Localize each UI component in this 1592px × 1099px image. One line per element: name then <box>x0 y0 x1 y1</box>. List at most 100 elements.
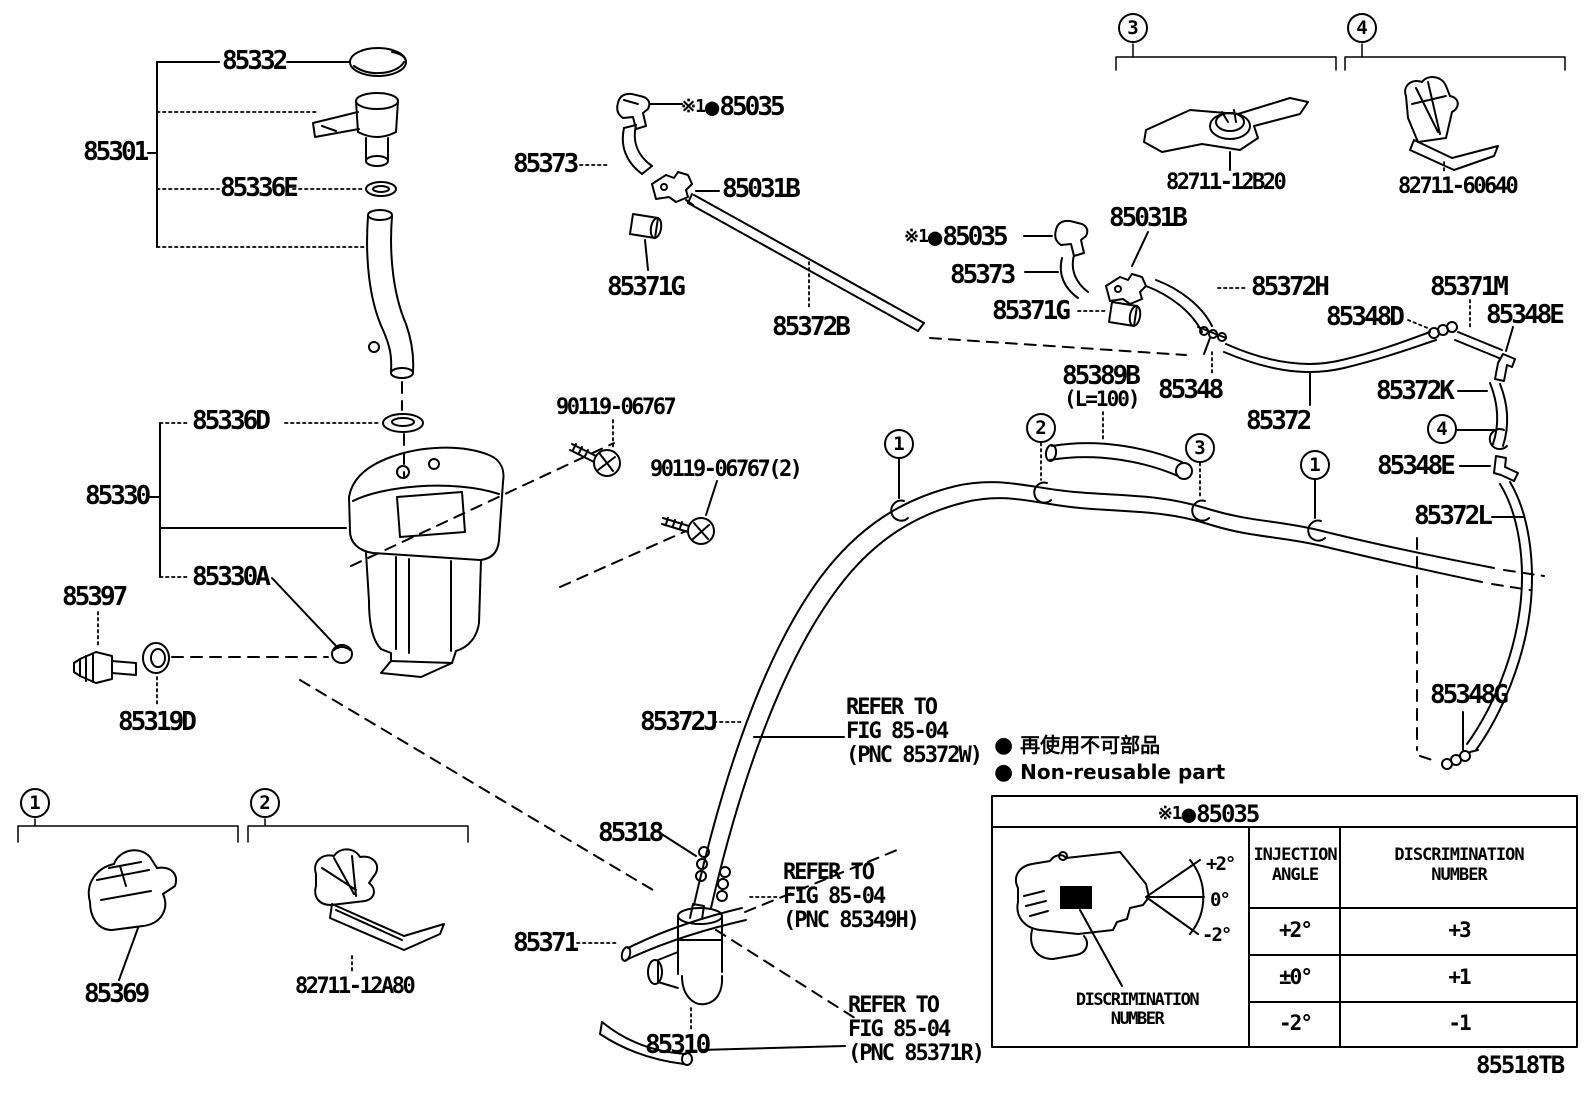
part-label-85348g: 85348G <box>1430 680 1509 710</box>
ref-mark: ※1 <box>681 96 706 117</box>
hose-85389b-art <box>1044 411 1193 480</box>
injection-angle-table-art <box>991 795 1578 1048</box>
part-label-85371g-2: 85371G <box>992 296 1071 326</box>
part-label-85372l: 85372L <box>1414 501 1493 531</box>
part-label-85372b: 85372B <box>772 312 851 342</box>
part-label-90119-06767: 90119-06767 <box>556 395 677 420</box>
refer-line: FIG 85-04 <box>848 1017 951 1042</box>
marker-2-hose: 2 <box>1026 413 1056 443</box>
part-label-85031b-1: 85031B <box>722 174 801 204</box>
part-label-85348e-1: 85348E <box>1486 300 1565 330</box>
table-title-85035: ※1●85035 <box>1058 800 1358 828</box>
non-reusable-bullet-icon: ● <box>927 223 943 251</box>
part-label-85397: 85397 <box>62 582 128 612</box>
cell-angle-row1: +2° <box>1279 918 1313 942</box>
part-label-85031b-2: 85031B <box>1109 203 1188 233</box>
part-label-85372h: 85372H <box>1251 272 1330 302</box>
refer-note-85371r: REFER TO FIG 85-04 (PNC 85371R) <box>848 993 985 1066</box>
cell-angle-row3: -2° <box>1279 1011 1313 1035</box>
clip-group-art <box>17 818 469 981</box>
part-label-85035: 85035 <box>719 92 785 122</box>
fan-angle-zero: 0° <box>1210 889 1231 911</box>
marker-4-hose: 4 <box>1427 414 1457 444</box>
refer-line: (PNC 85371R) <box>848 1041 985 1066</box>
part-label-85372j: 85372J <box>640 707 719 737</box>
top-clamp-art <box>1115 43 1566 175</box>
note-text-jp: 再使用不可部品 <box>1020 733 1161 757</box>
part-label-85035: 85035 <box>942 222 1008 252</box>
refer-line: REFER TO <box>848 993 940 1018</box>
reservoir-filler-art <box>147 47 424 649</box>
part-label-85348d: 85348D <box>1326 302 1405 332</box>
part-label-85372k: 85372K <box>1376 376 1455 406</box>
drawing-code: 85518TB <box>1476 1051 1565 1079</box>
part-label-82711-12a80: 82711-12A80 <box>295 974 416 999</box>
part-label-85389b-length: (L=100) <box>1064 387 1141 411</box>
cell-angle-row2: ±0° <box>1279 965 1313 989</box>
part-label-85332: 85332 <box>222 46 288 76</box>
main-hose-art <box>693 442 1545 909</box>
refer-note-85349h: REFER TO FIG 85-04 (PNC 85349H) <box>783 860 920 933</box>
part-label-85371m: 85371M <box>1430 272 1509 302</box>
fan-angle-plus2: +2° <box>1206 853 1236 875</box>
part-label-82711-12b20: 82711-12B20 <box>1166 170 1287 195</box>
marker-3-hose: 3 <box>1185 433 1215 463</box>
ref-mark: ※1 <box>1157 803 1183 824</box>
part-label-85035: 85035 <box>1196 800 1260 828</box>
non-reusable-bullet-icon: ● <box>1181 800 1197 828</box>
part-label-85301: 85301 <box>83 137 149 167</box>
part-label-85389b: 85389B <box>1062 361 1141 391</box>
part-label-85348e-2: 85348E <box>1377 451 1456 481</box>
part-label-85310: 85310 <box>645 1030 711 1060</box>
note-nonreusable-en: ● Non-reusable part <box>994 761 1225 784</box>
marker-2-legend: 2 <box>250 788 280 818</box>
marker-4-top: 4 <box>1347 13 1377 43</box>
part-label-85369: 85369 <box>84 979 150 1009</box>
bullet-icon: ● <box>994 733 1014 758</box>
part-label-85330: 85330 <box>85 481 151 511</box>
marker-3-top: 3 <box>1118 13 1148 43</box>
callout-85035-2: ※1●85035 <box>904 222 1009 252</box>
refer-line: FIG 85-04 <box>783 884 886 909</box>
part-label-90119-06767-2: 90119-06767(2) <box>650 457 803 482</box>
part-label-85373-2: 85373 <box>950 260 1016 290</box>
part-label-85336e: 85336E <box>220 173 299 203</box>
part-label-85371g-1: 85371G <box>607 272 686 302</box>
callout-85035-1: ※1●85035 <box>681 92 786 122</box>
refer-note-85372w: REFER TO FIG 85-04 (PNC 85372W) <box>846 695 983 768</box>
washer-pump-art <box>576 832 903 1066</box>
refer-line: REFER TO <box>783 860 875 885</box>
nozzle-cluster-2-art <box>1023 219 1533 770</box>
non-reusable-bullet-icon: ● <box>704 93 720 121</box>
ref-mark: ※1 <box>904 226 929 247</box>
picture-caption-discrimination-number: DISCRIMINATION NUMBER <box>1075 990 1200 1029</box>
cell-number-row1: +3 <box>1448 918 1471 942</box>
marker-1-hose-a: 1 <box>884 429 914 459</box>
part-label-85330a: 85330A <box>192 562 271 592</box>
part-label-82711-60640: 82711-60640 <box>1398 174 1519 199</box>
part-label-85319d: 85319D <box>118 707 197 737</box>
part-label-85372: 85372 <box>1246 406 1312 436</box>
marker-1-hose-b: 1 <box>1300 450 1330 480</box>
cell-number-row3: -1 <box>1448 1011 1471 1035</box>
cell-number-row2: +1 <box>1448 965 1471 989</box>
refer-line: REFER TO <box>846 695 938 720</box>
part-label-85336d: 85336D <box>192 406 271 436</box>
refer-line: FIG 85-04 <box>846 719 949 744</box>
col-header-injection-angle: INJECTION ANGLE <box>1253 845 1337 885</box>
bullet-icon: ● <box>994 760 1014 785</box>
marker-1-legend: 1 <box>20 788 50 818</box>
part-label-85348: 85348 <box>1158 375 1224 405</box>
part-label-85373-1: 85373 <box>513 149 579 179</box>
part-label-85371: 85371 <box>513 928 579 958</box>
washer-tank-art <box>73 419 718 894</box>
refer-line: (PNC 85372W) <box>846 743 983 768</box>
note-text-en: Non-reusable part <box>1020 760 1226 784</box>
col-header-discrimination-number: DISCRIMINATION NUMBER <box>1394 845 1524 885</box>
refer-line: (PNC 85349H) <box>783 908 920 933</box>
nozzle-cluster-1-art <box>579 92 1187 356</box>
part-label-85318: 85318 <box>598 818 664 848</box>
fan-angle-minus2: -2° <box>1202 924 1232 946</box>
